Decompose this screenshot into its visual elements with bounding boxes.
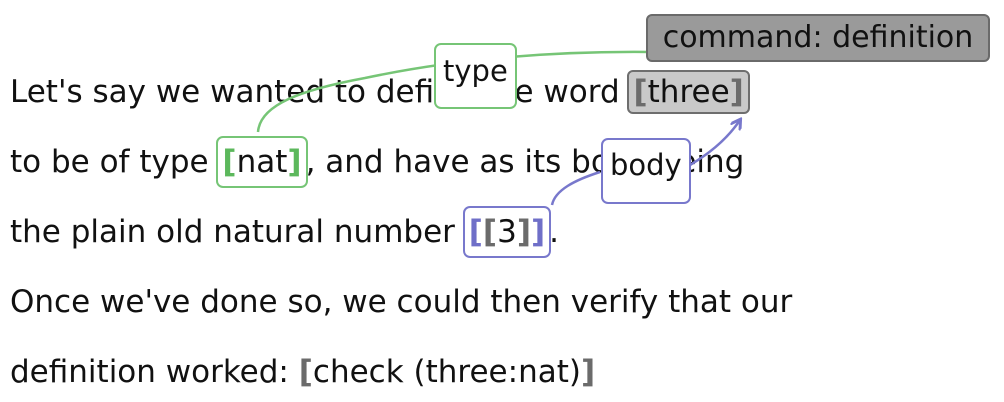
body-box[interactable]: [[3]]	[462, 206, 552, 258]
bracket-open-inner: [	[482, 214, 498, 250]
bracket-open: [	[222, 144, 237, 180]
term-three: three	[647, 74, 730, 110]
line-4-text: Once we've done so, we could then verify…	[10, 284, 793, 320]
bracket-close: ]	[729, 74, 744, 110]
bracket-close: ]	[580, 354, 596, 390]
line-4: Once we've done so, we could then verify…	[10, 282, 792, 322]
line-3-rest: .	[549, 214, 560, 250]
command-label[interactable]: command: definition	[646, 14, 990, 62]
check-command: check (three:nat)	[312, 354, 581, 390]
type-label[interactable]: type	[434, 43, 517, 109]
body-value: 3	[497, 214, 517, 250]
line-5: definition worked: [check (three:nat)]	[10, 352, 595, 392]
type-link	[256, 52, 696, 133]
body-label[interactable]: body	[601, 138, 691, 204]
bracket-open: [	[298, 354, 313, 390]
line-5-text: definition worked:	[10, 354, 299, 390]
line-1: Let's say we wanted to define the word […	[10, 70, 750, 114]
term-three-highlight[interactable]: [three]	[627, 70, 750, 114]
bracket-close: ]	[287, 144, 302, 180]
line-2-text: to be of type	[10, 144, 219, 180]
type-nat: nat	[236, 144, 288, 180]
bracket-close: ]	[531, 214, 546, 250]
bracket-close-inner: ]	[516, 214, 531, 250]
bracket-open: [	[633, 74, 648, 110]
line-3: the plain old natural number [[3]].	[10, 206, 560, 258]
type-box[interactable]: [nat]	[216, 136, 308, 188]
line-3-text: the plain old natural number	[10, 214, 465, 250]
body-link	[550, 120, 740, 206]
line-1-text: Let's say we wanted to define the word	[10, 74, 630, 110]
bracket-open: [	[468, 214, 483, 250]
